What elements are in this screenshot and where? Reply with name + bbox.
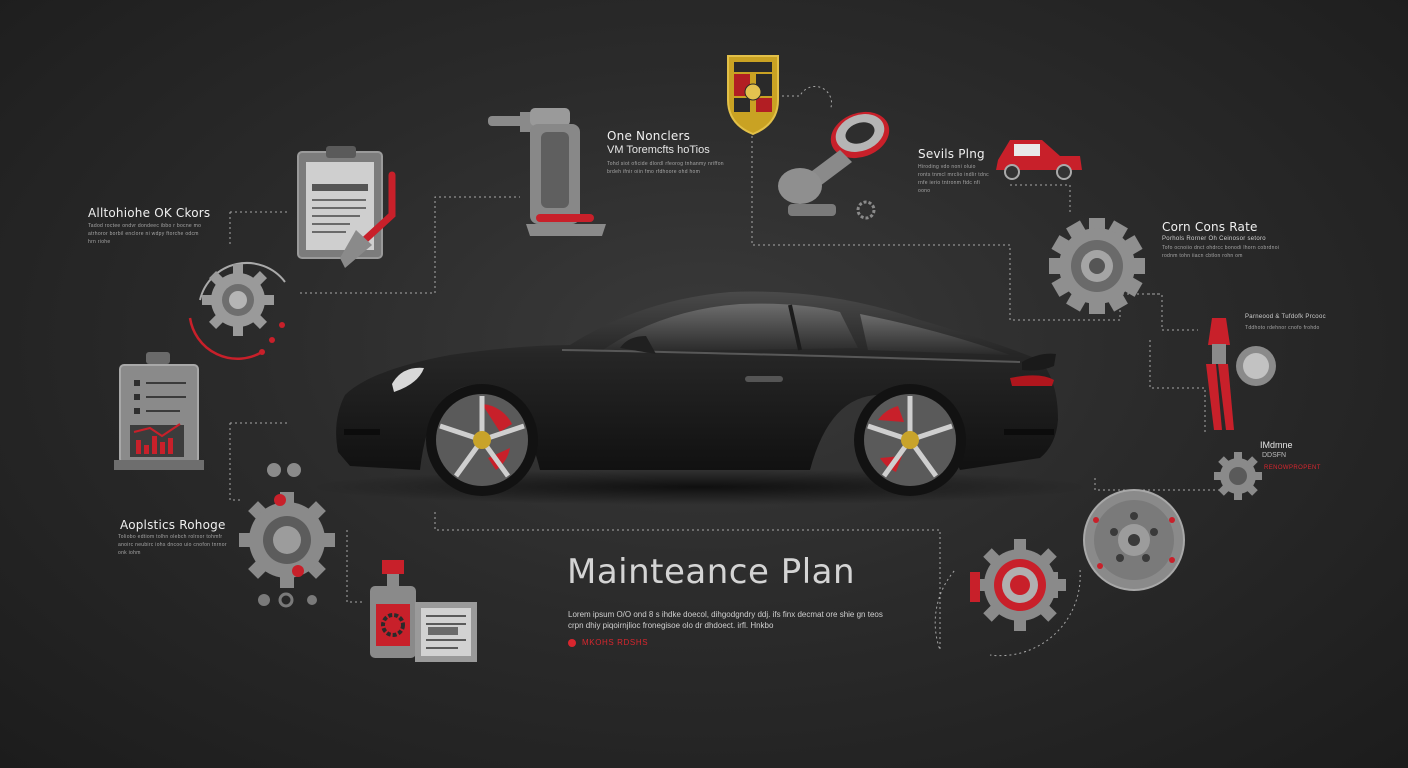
right-small-red: RENOWPROPENT (1264, 465, 1321, 471)
right-gear-subtitle: Porhols Rorner Oh Ceinosor setoro (1162, 236, 1266, 242)
right-small-subtitle: DDSFN (1262, 452, 1287, 459)
cta-link[interactable]: MKOHS RDSHS (568, 638, 648, 647)
right-gear-fine: Tofo ocnoiio dnct ohdrcc bonodi lhorn co… (1162, 245, 1280, 259)
top-center-title: One Nonclers (607, 129, 691, 143)
red-dot-icon (568, 638, 576, 647)
left-bottom-title: Aoplstics Rohoge (120, 518, 226, 532)
right-small-title: IMdmne (1260, 440, 1293, 450)
left-top-fine: Tadod roctee ondvr dondeec ibbo r bocne … (88, 223, 202, 245)
right-top-fine: Hiroding vdo noni oluio ronts tnmcl mrcl… (918, 164, 989, 194)
page-title: Mainteance Plan (567, 552, 856, 592)
top-center-fine: Tohd siot oficide dlordl rfeorog tnhanmy… (607, 161, 724, 175)
cta-label: MKOHS RDSHS (582, 638, 649, 647)
left-bottom-fine: Toliobo edtiom tolhn olebch rolrxor tohm… (118, 534, 227, 556)
top-center-subtitle: VM Toremcfts hoTios (607, 144, 710, 156)
right-top-title: Sevils Plng (918, 147, 985, 161)
right-tools-title: Parneood & Tufdofk Prcooc (1245, 314, 1326, 320)
left-top-title: Alltohiohe OK Ckors (88, 206, 211, 220)
plan-description: Lorem ipsum O/O ond 8 s ihdke doecol, di… (568, 610, 883, 630)
right-gear-title: Corn Cons Rate (1162, 220, 1258, 234)
right-tools-fine: Tddhoto rdehnor cnofo frohdo (1245, 325, 1320, 331)
front-wheel (426, 384, 538, 496)
rear-wheel (854, 384, 966, 496)
